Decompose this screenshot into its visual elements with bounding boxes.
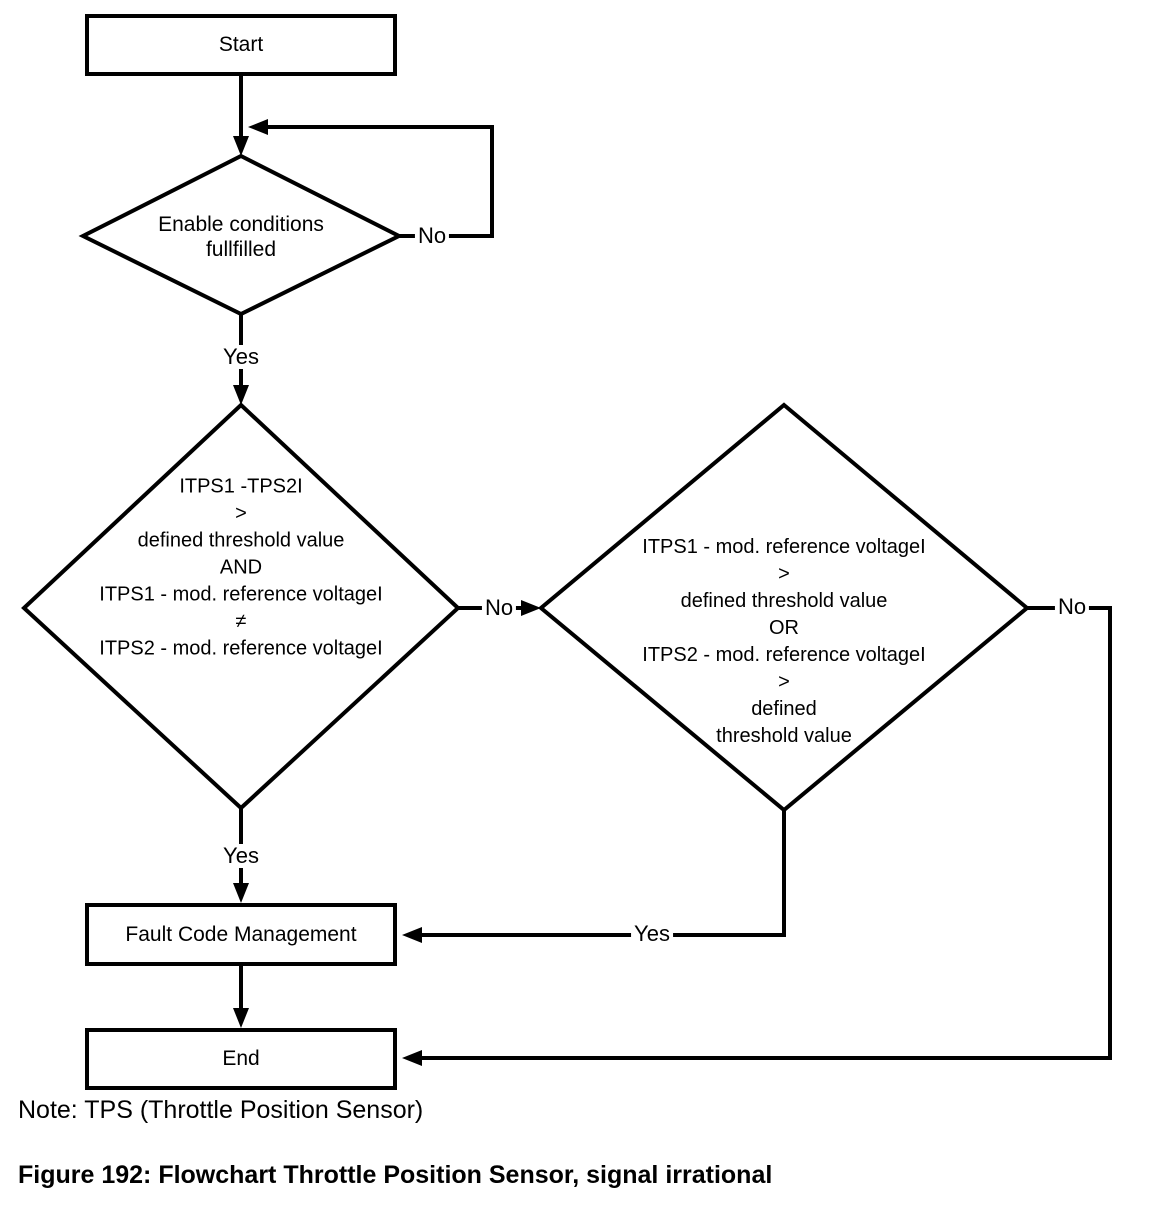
- cond2-decision-diamond: [537, 402, 1031, 813]
- decision-line: >: [778, 671, 790, 693]
- decision-line: defined threshold value: [680, 590, 888, 612]
- arrowhead-into-end-top: [233, 1008, 249, 1028]
- decision-line: ITPS1 - mod. reference voltageI: [642, 536, 926, 558]
- arrowhead-into-fault-right: [402, 927, 422, 943]
- arrowhead-into-cond2: [521, 600, 541, 616]
- cond2-yes-label: Yes: [631, 922, 673, 946]
- enable-decision-text: Enable conditions fullfilled: [158, 212, 324, 262]
- arrowhead-into-fault-top: [233, 883, 249, 903]
- decision-line: AND: [219, 556, 263, 579]
- decision-line: ITPS2 - mod. reference voltageI: [642, 644, 926, 666]
- end-node: End: [85, 1028, 397, 1090]
- decision-line: fullfilled: [205, 238, 277, 261]
- decision-line: defined threshold value: [137, 529, 345, 552]
- decision-line: ≠: [235, 610, 247, 633]
- decision-line: Enable conditions: [158, 213, 324, 236]
- enable-no-label: No: [414, 224, 450, 248]
- decision-line: defined: [751, 698, 817, 720]
- enable-yes-label: Yes: [220, 345, 262, 369]
- start-label: Start: [218, 33, 264, 56]
- cond1-no-label: No: [481, 596, 517, 620]
- cond2-no-label: No: [1054, 595, 1090, 619]
- cond1-decision-text: ITPS1 -TPS2I > defined threshold value A…: [99, 474, 382, 663]
- fault-code-management-node: Fault Code Management: [85, 903, 397, 966]
- cond1-yes-label: Yes: [220, 844, 262, 868]
- start-node: Start: [85, 14, 397, 76]
- figure-caption: Figure 192: Flowchart Throttle Position …: [18, 1161, 773, 1189]
- edge-cond2-yes-to-fault: [420, 810, 786, 937]
- cond1-decision-diamond: [21, 402, 461, 811]
- arrowhead-into-end-right: [402, 1050, 422, 1066]
- decision-line: ITPS1 - mod. reference voltageI: [99, 583, 383, 606]
- decision-line: ITPS2 - mod. reference voltageI: [99, 637, 383, 660]
- end-label: End: [222, 1047, 260, 1070]
- arrowhead-into-enable: [233, 136, 249, 156]
- decision-line: >: [778, 563, 790, 585]
- decision-line: threshold value: [716, 725, 852, 747]
- decision-line: OR: [769, 617, 799, 639]
- cond2-decision-text: ITPS1 - mod. reference voltageI > define…: [642, 534, 925, 750]
- decision-line: ITPS1 -TPS2I: [179, 475, 303, 498]
- decision-line: >: [235, 502, 247, 525]
- arrowhead-into-cond1: [233, 385, 249, 405]
- enable-decision-diamond: [78, 153, 404, 317]
- arrowhead-no-loop-merge: [248, 119, 268, 135]
- tps-note: Note: TPS (Throttle Position Sensor): [18, 1096, 424, 1124]
- fault-code-management-label: Fault Code Management: [125, 922, 357, 946]
